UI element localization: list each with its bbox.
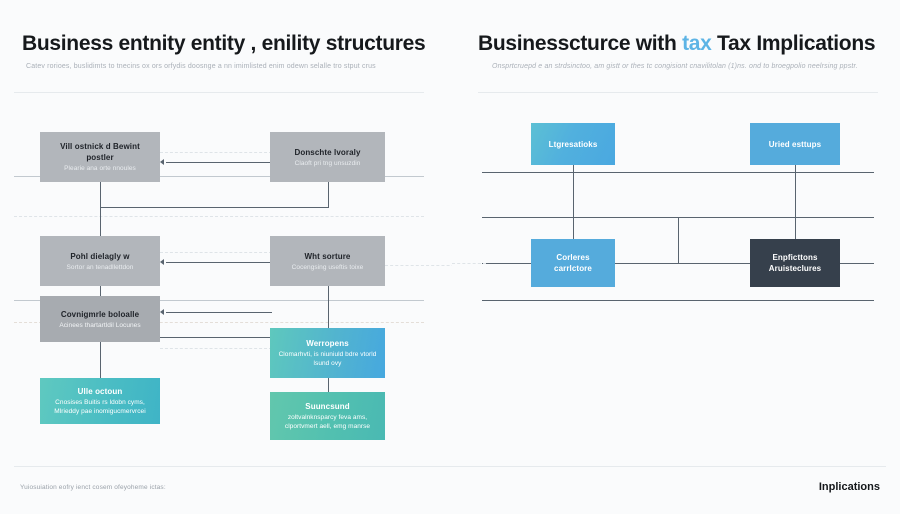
left-panel-subtitle: Catev rorioes, buslidimts to tnecins ox … (26, 63, 376, 70)
node-r4[interactable]: Suuncsund zoltvalnknsparcy feva ams, clp… (270, 392, 385, 440)
node-l4-title: Ulle octoun (77, 387, 123, 396)
node-l1-subtitle: Plearie ana orte nnoules (64, 165, 136, 172)
connector-r1-to-l1 (166, 162, 272, 163)
node-b3-title: Corleres carrlctore (554, 253, 592, 273)
connector-b1-down (573, 160, 574, 240)
node-l1-title: Vill ostnick d Bewint postler (60, 142, 140, 162)
arrow-r3-to-l3 (160, 309, 164, 315)
connector-dashed-3 (160, 152, 272, 153)
right-header-divider (478, 92, 878, 93)
footer-note: Yuiosuiation eofry ienct cosem ofeyoheme… (20, 484, 166, 491)
connector-rail-d (482, 300, 874, 301)
node-r4-subtitle: zoltvalnknsparcy feva ams, clportvmert a… (284, 414, 371, 430)
right-title-mid: Tax (711, 32, 751, 55)
node-l1[interactable]: Vill ostnick d Bewint postler Plearie an… (40, 132, 160, 182)
node-l4-subtitle: Cnosises Buitis rs ldobn cyms, Mlrieddy … (54, 399, 146, 415)
node-r3[interactable]: Werropens Clomarhvti, is niuniuld bdre v… (270, 328, 385, 378)
node-b1-title: Ltgresatioks (548, 139, 598, 149)
connector-rail-2 (100, 337, 272, 338)
connector-dashed-2 (14, 322, 424, 323)
left-panel: Business entnity entity , enility struct… (14, 32, 465, 440)
node-b4[interactable]: Enpficttons Aruisteclures (750, 239, 840, 287)
connector-cross-panel (452, 263, 486, 264)
connector-l1-down (100, 182, 101, 244)
node-b2[interactable]: Uried esttups (750, 123, 840, 165)
right-panel-subtitle: Onsprtcruepd e an strdsinctoo, am gistt … (492, 63, 858, 70)
node-r1[interactable]: Donschte lvoraly Claoft pri tng unsuzdin (270, 132, 385, 182)
connector-rail-1 (100, 207, 328, 208)
footer-divider (14, 466, 886, 467)
connector-r1-down (328, 182, 329, 208)
arrow-r1-to-l1 (160, 159, 164, 165)
node-b1[interactable]: Ltgresatioks (531, 123, 615, 165)
right-title-pre: Businesscturce with (478, 32, 683, 55)
right-title-post: Implications (750, 32, 876, 55)
connector-r3-to-l3 (166, 312, 272, 313)
connector-b2-down (795, 160, 796, 240)
left-header-divider (14, 92, 424, 93)
node-l3-title: Covnigmrle boloalle (60, 309, 140, 319)
node-r1-subtitle: Claoft pri tng unsuzdin (294, 159, 361, 167)
node-l4[interactable]: Ulle octoun Cnosises Buitis rs ldobn cym… (40, 378, 160, 424)
node-r2-title: Wht sorture (304, 251, 351, 261)
node-l2-title: Pohl dielagly w (70, 251, 130, 261)
node-l3-subtitle: Acinees thartartldil Locunes (59, 321, 141, 329)
connector-dashed-4 (160, 252, 272, 253)
connector-dashed-bridge (385, 265, 465, 266)
connector-guide-2 (14, 300, 424, 301)
node-l3[interactable]: Covnigmrle boloalle Acinees thartartldil… (40, 296, 160, 342)
connector-r3-down (328, 378, 329, 392)
arrow-r2-to-l2 (160, 259, 164, 265)
left-panel-title: Business entnity entity , enility struct… (22, 32, 426, 55)
node-r2-subtitle: Cocengsing useftis toixe (291, 263, 364, 271)
node-b4-title: Enpficttons Aruisteclures (768, 253, 822, 273)
node-r4-title: Suuncsund (305, 402, 350, 411)
connector-r2-down (328, 286, 329, 328)
connector-rail-a (482, 172, 874, 173)
connector-dashed-5 (160, 348, 272, 349)
node-l2-subtitle: Sortor an tenadllettdon (66, 263, 134, 271)
node-b3[interactable]: Corleres carrlctore (531, 239, 615, 287)
connector-rail-c (482, 263, 874, 264)
connector-dashed-1 (14, 216, 424, 217)
node-b2-title: Uried esttups (768, 139, 822, 149)
connector-r2-to-l2 (166, 262, 272, 263)
footer-tag: Inplications (818, 481, 880, 493)
node-r1-title: Donschte lvoraly (294, 147, 361, 157)
node-l2[interactable]: Pohl dielagly w Sortor an tenadllettdon (40, 236, 160, 286)
right-title-accent: tax (682, 32, 712, 55)
node-r3-title: Werropens (306, 339, 349, 348)
connector-guide-1 (14, 176, 424, 177)
node-r2[interactable]: Wht sorture Cocengsing useftis toixe (270, 236, 385, 286)
node-r3-subtitle: Clomarhvti, is niuniuld bdre vtorld lsun… (278, 351, 377, 367)
connector-mid-stub (678, 217, 679, 263)
right-panel-title: Businesscturce with tax Tax Implications (478, 32, 876, 56)
